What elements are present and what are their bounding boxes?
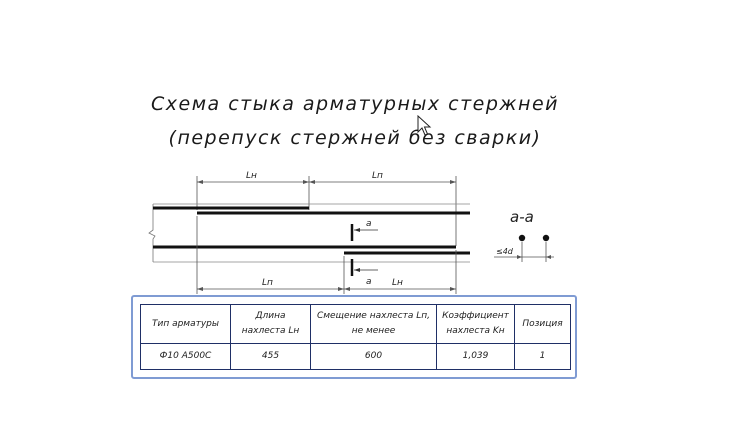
cell-lap-length: 455 (230, 343, 311, 370)
mouse-pointer-icon (417, 115, 432, 136)
gap-label: ≤4d (496, 247, 514, 256)
section-mark-top: a (366, 219, 372, 229)
dim-label-top-left: Lн (246, 171, 257, 181)
header-lap-offset: Смещение нахлеста Lп,не менее (310, 304, 437, 344)
arrow-head (354, 268, 360, 272)
section-mark-bottom: a (366, 277, 372, 287)
diagram-title-line2: (перепуск стержней без сварки) (168, 127, 542, 149)
table-row: Ф10 А500С 455 600 1,039 1 (140, 343, 571, 370)
break-mark-left (148, 204, 156, 262)
section-view-title: a-a (510, 208, 534, 226)
dim-label-bottom-right: Lн (392, 278, 403, 288)
section-rebar-dot-left (518, 234, 526, 242)
dim-label-top-right: Lп (372, 171, 383, 181)
cell-rebar-type: Ф10 А500С (140, 343, 231, 370)
arrow-head (354, 228, 360, 232)
dim-label-bottom-left: Lп (262, 278, 273, 288)
header-position: Позиция (514, 304, 571, 344)
header-rebar-type: Тип арматуры (140, 304, 231, 344)
cell-lap-coefficient: 1,039 (436, 343, 515, 370)
section-rebar-dot-right (542, 234, 550, 242)
cell-lap-offset: 600 (310, 343, 437, 370)
cell-position: 1 (514, 343, 571, 370)
diagram-title-line1: Схема стыка арматурных стержней (151, 93, 559, 115)
